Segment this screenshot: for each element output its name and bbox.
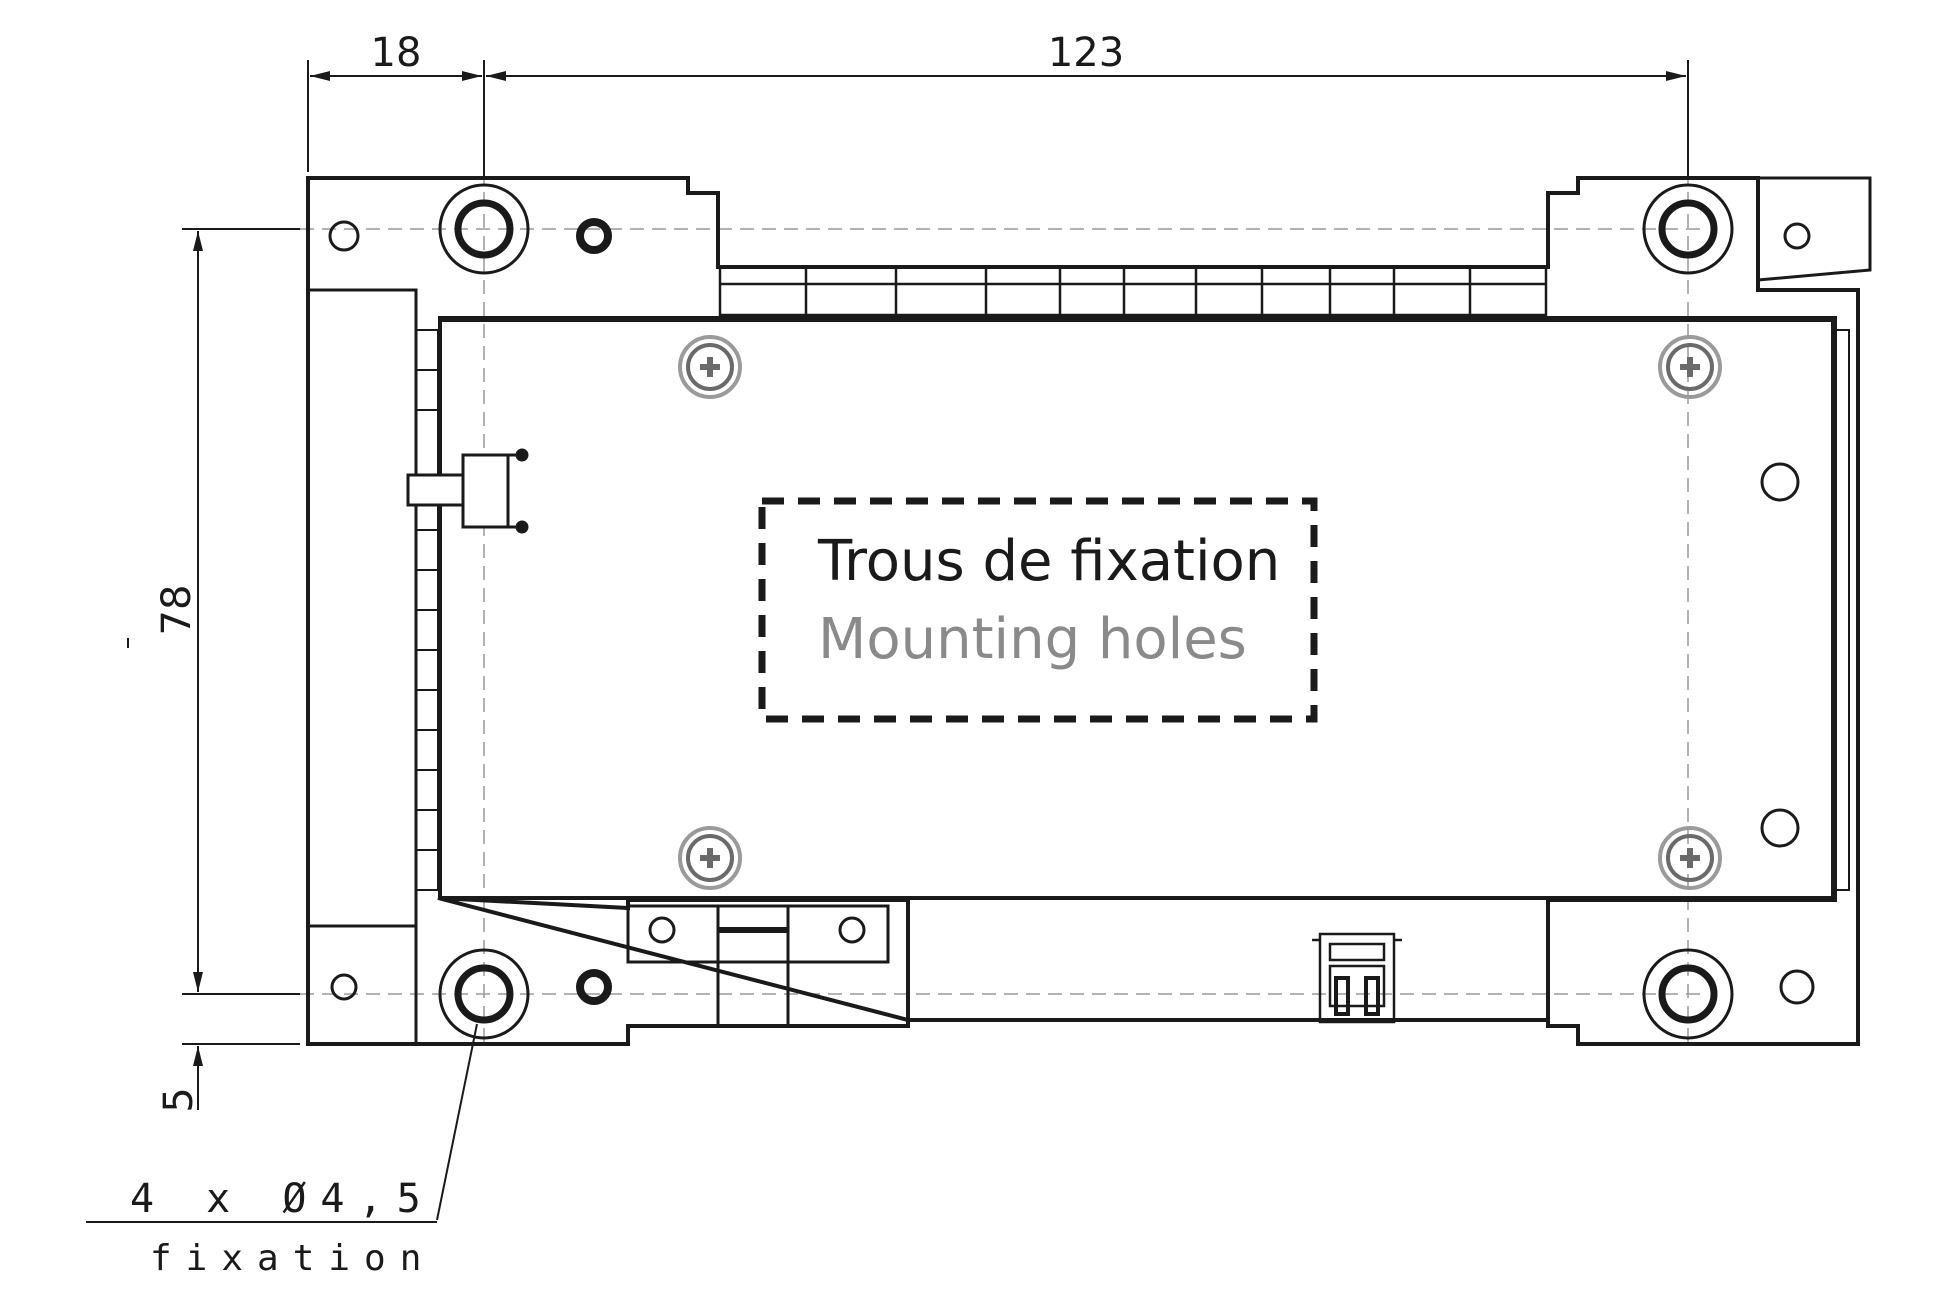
dimension-lines: [86, 60, 1689, 1223]
screw-bottom-right: [1658, 826, 1722, 890]
dim-text-5: 5: [156, 1087, 202, 1112]
small-holes: [328, 218, 1815, 1005]
mounting-hole-top-left: [438, 183, 530, 275]
pcb-body: [438, 318, 1835, 900]
left-bottom-block: [306, 924, 418, 1046]
dim-text-18: 18: [371, 30, 422, 76]
label-french: Trous de fixation: [817, 529, 1280, 594]
screw-bottom-left: [678, 826, 742, 890]
jumper-component: [406, 448, 529, 534]
label-english: Mounting holes: [818, 607, 1247, 672]
bottom-latch: [626, 904, 890, 964]
top-connector-pins: [718, 265, 1548, 317]
centerlines: [190, 60, 1700, 1050]
mounting-hole-bottom-left: [438, 948, 530, 1040]
left-connector: [306, 288, 418, 928]
board-outline: [306, 176, 1860, 1046]
usb-connector: [1312, 932, 1402, 1024]
mounting-holes-box: [758, 497, 1318, 723]
screw-top-right: [1658, 335, 1722, 399]
left-connector-pins: [415, 329, 439, 891]
screw-top-left: [678, 335, 742, 399]
holes-note: fixation: [150, 1238, 435, 1279]
holes-spec: 4 x Ø4,5: [130, 1176, 435, 1222]
right-connector-pins: [1834, 329, 1850, 891]
dim-text-123: 123: [1048, 30, 1124, 76]
mounting-holes: [438, 183, 1734, 1040]
hole-leader: [436, 1023, 478, 1221]
right-top-block: [1757, 176, 1872, 282]
latch-slot: [716, 904, 790, 1028]
dim-text-78: 78: [154, 585, 200, 636]
pcb-screws: [678, 335, 1722, 890]
mounting-hole-bottom-right: [1642, 948, 1734, 1040]
mounting-hole-top-right: [1642, 183, 1734, 275]
